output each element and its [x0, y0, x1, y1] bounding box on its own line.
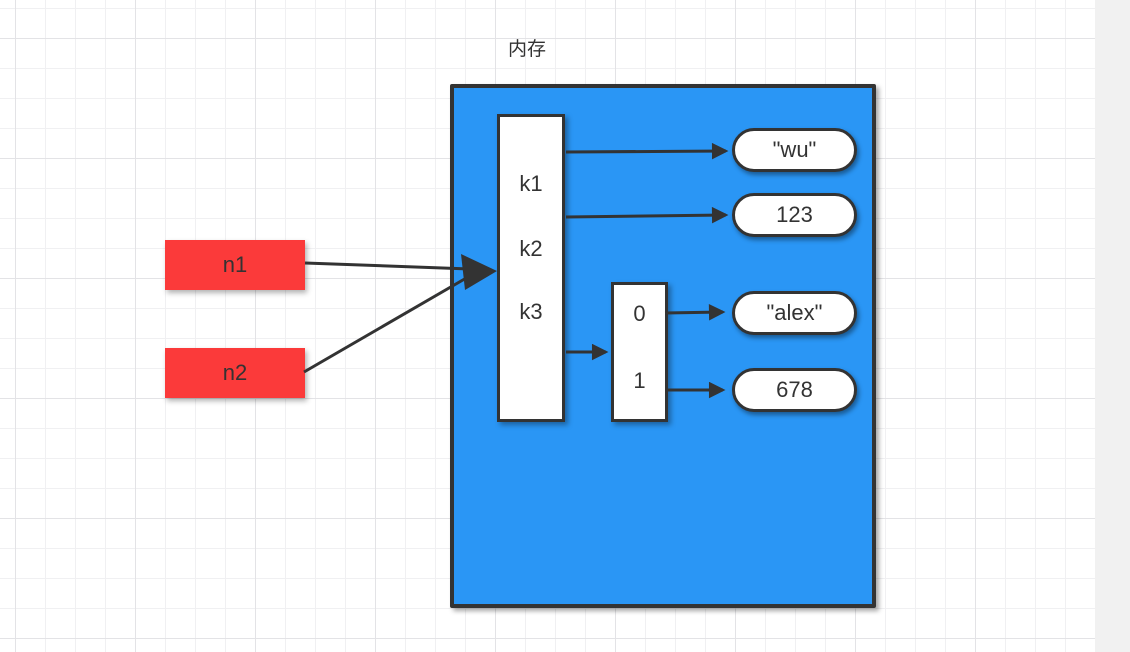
value-node-678[interactable]: 678: [732, 368, 857, 412]
variable-node-n2[interactable]: n2: [165, 348, 305, 398]
list-index-1: 1: [633, 368, 646, 393]
variable-label: n2: [222, 360, 248, 385]
value-label: 123: [776, 202, 813, 227]
dict-key-k2: k2: [519, 236, 543, 261]
variable-node-n1[interactable]: n1: [165, 240, 305, 290]
list-index-0: 0: [633, 301, 646, 326]
canvas-edge-gutter: [1095, 0, 1130, 652]
dict-key-k1: k1: [519, 171, 543, 196]
grid-canvas: 内存 k1 k2 k3 0 1 "wu" 123 "alex" 678 n1 n…: [0, 0, 1095, 652]
arrow-n2-to-dict[interactable]: [303, 275, 469, 374]
arrow-n1-to-dict[interactable]: [304, 261, 471, 271]
list-node[interactable]: [611, 282, 668, 422]
memory-title: 内存: [507, 39, 546, 60]
variable-label: n1: [222, 252, 248, 277]
value-node-123[interactable]: 123: [732, 193, 857, 237]
value-label: "wu": [772, 137, 817, 162]
value-node-wu[interactable]: "wu": [732, 128, 857, 172]
value-label: "alex": [766, 300, 823, 325]
dict-key-k3: k3: [519, 299, 543, 324]
value-label: 678: [776, 377, 813, 402]
dict-node[interactable]: [497, 114, 565, 422]
value-node-alex[interactable]: "alex": [732, 291, 857, 335]
